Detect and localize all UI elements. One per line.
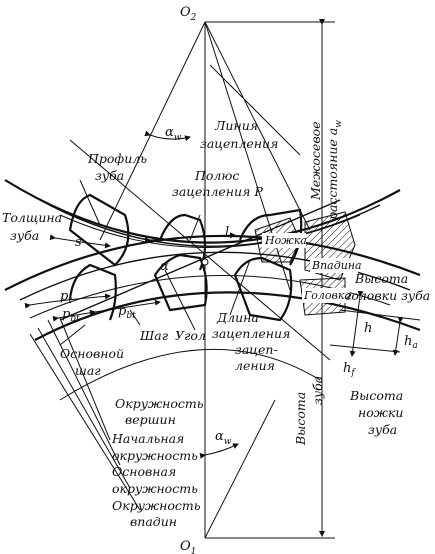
addendum-height-label-1: Высота bbox=[354, 271, 408, 286]
tooth-profile-label-1: Профиль bbox=[87, 151, 147, 166]
pitch-circle-label-1: Начальная bbox=[111, 431, 184, 446]
tip-leader bbox=[47, 319, 121, 466]
base-pitch-label-1: Основной bbox=[60, 346, 124, 361]
upper-tooth-3 bbox=[238, 208, 303, 266]
alpha-w-top-arc bbox=[144, 130, 191, 142]
length-label-1: Длина bbox=[216, 310, 259, 325]
pbt2-label: pbt bbox=[118, 304, 136, 321]
line-of-action-label-1: Линия bbox=[214, 118, 258, 133]
pitch-point bbox=[201, 258, 209, 266]
length-label-4: ления bbox=[235, 358, 275, 373]
length-leader bbox=[229, 259, 251, 316]
alpha-w-bottom-arc bbox=[199, 443, 239, 459]
lower-tooth-3 bbox=[233, 256, 293, 322]
l-dimension bbox=[144, 232, 236, 244]
dedendum-height-label-3: зуба bbox=[368, 422, 397, 437]
hf-label: hf bbox=[343, 361, 356, 378]
dedendum-height-label-1: Высота bbox=[349, 388, 403, 403]
pitch-point-label-1: Полюс bbox=[194, 168, 239, 183]
lower-tooth-1 bbox=[68, 263, 117, 321]
length-label-2: зацепления bbox=[212, 326, 290, 341]
lower-outer-arc bbox=[59, 348, 321, 401]
center-distance-label-1: Межосевое bbox=[308, 121, 323, 201]
alpha-w-top-label: αw bbox=[165, 125, 182, 143]
o1-ray bbox=[204, 399, 276, 539]
tip-circle-label-2: вершин bbox=[125, 412, 176, 427]
alpha-label: α bbox=[160, 259, 169, 274]
base-circle-label-1: Основная bbox=[112, 464, 176, 479]
h-extension-1 bbox=[339, 309, 421, 321]
root-circle-label-1: Окружность bbox=[112, 498, 201, 513]
base-leader bbox=[37, 327, 131, 489]
upper-tooth-1 bbox=[68, 193, 130, 267]
dedendum-box-label: Ножка bbox=[264, 234, 307, 247]
root-leader bbox=[29, 333, 141, 511]
pt-dimension bbox=[24, 293, 111, 309]
s-label: s bbox=[75, 235, 82, 250]
base-circle-label-2: окружность bbox=[112, 481, 198, 496]
pitch-circle-label-2: окружность bbox=[112, 448, 198, 463]
line-of-action-label-2: зацепления bbox=[200, 136, 278, 151]
length-label-3: зацеп- bbox=[235, 342, 278, 357]
o2-ray-left bbox=[99, 21, 206, 241]
tooth-profile-label-2: зуба bbox=[95, 168, 124, 183]
thickness-label-1: Толщина bbox=[2, 210, 62, 225]
profile-leader bbox=[79, 179, 101, 226]
upper-tooth-2 bbox=[158, 213, 207, 271]
pole-leader bbox=[189, 214, 201, 241]
h-label: h bbox=[364, 321, 372, 336]
tooth-height-label-1: Высота bbox=[293, 392, 308, 446]
o2-ray-right bbox=[204, 21, 311, 231]
alpha-w-bottom-label: αw bbox=[215, 429, 232, 447]
tip-circle-label-1: Окружность bbox=[115, 396, 204, 411]
addendum-height-label-2: головки зуба bbox=[345, 288, 430, 303]
thickness-label-2: зуба bbox=[10, 228, 39, 243]
angle-leader bbox=[164, 269, 196, 331]
h-dimension bbox=[349, 290, 364, 357]
ha-label: ha bbox=[404, 334, 418, 351]
line-label-leader bbox=[209, 64, 301, 156]
angle-label: Угол bbox=[175, 328, 206, 343]
dedendum-height-label-2: ножки bbox=[358, 405, 403, 420]
pbt-dimension bbox=[52, 309, 96, 322]
o1-label: O1 bbox=[180, 539, 196, 554]
thickness-dimension bbox=[49, 234, 111, 249]
pbt-label: pbt bbox=[62, 307, 80, 324]
tangent-line bbox=[69, 139, 331, 361]
tooth-height-label-2: зуба bbox=[310, 376, 325, 405]
o2-label: O2 bbox=[180, 5, 197, 23]
pt-label: pt bbox=[60, 289, 72, 306]
pitch-leader-2 bbox=[129, 309, 141, 326]
pitch-label: Шаг bbox=[139, 328, 169, 343]
pbt2-dimension bbox=[89, 299, 161, 316]
addendum-box-label: Головка bbox=[303, 289, 351, 302]
ha-dimension bbox=[392, 316, 404, 356]
addendum-label-bg bbox=[302, 288, 350, 303]
l-label: l bbox=[225, 225, 229, 240]
h-extension-2 bbox=[329, 344, 401, 353]
base-pitch-label-2: шаг bbox=[75, 363, 101, 378]
pitch-point-label-2: зацепления P bbox=[172, 184, 263, 199]
root-circle-label-2: впадин bbox=[130, 514, 177, 529]
space-label-bg bbox=[310, 258, 358, 273]
base-pitch-leader bbox=[59, 324, 86, 346]
lower-tooth-2 bbox=[153, 253, 208, 312]
center-distance-label-2: расстояние aw bbox=[325, 120, 344, 220]
dedendum-label-bg bbox=[262, 233, 306, 248]
space-box-label: Впадина bbox=[311, 259, 362, 272]
